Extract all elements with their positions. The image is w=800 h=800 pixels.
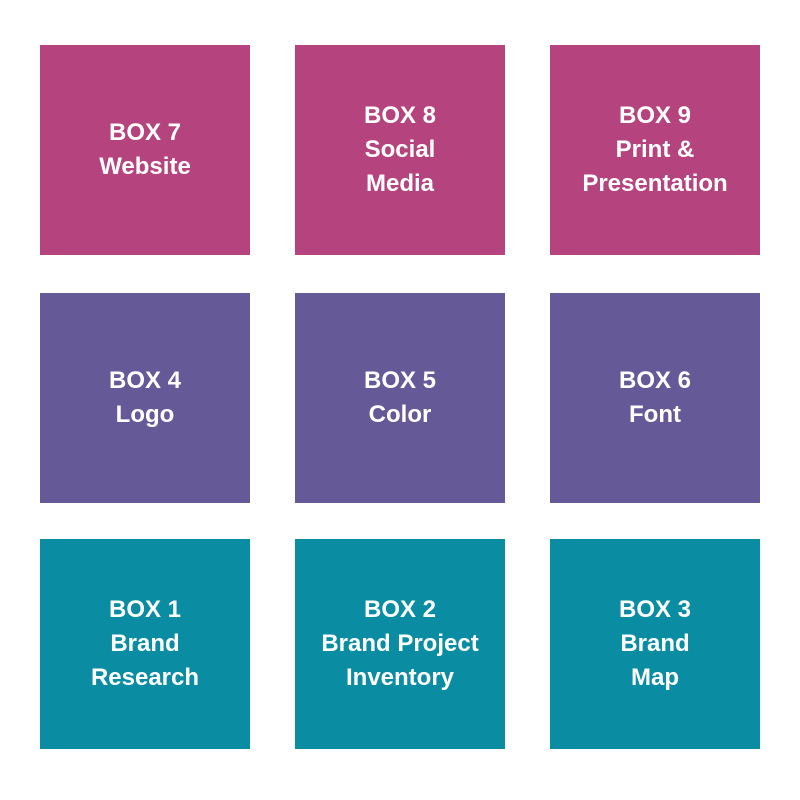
box-5-number: BOX 5 <box>363 367 437 394</box>
box-2: BOX 2 Brand Project Inventory <box>295 539 505 749</box>
box-1-label-line-2: Research <box>90 664 200 691</box>
box-6: BOX 6 Font <box>550 293 760 503</box>
box-4-number: BOX 4 <box>108 367 182 394</box>
box-5-label-line-1: Color <box>368 401 432 428</box>
box-8-label-line-1: Social <box>364 136 436 163</box>
box-9-label-line-2: Presentation <box>582 170 728 197</box>
box-7-label-line-1: Website <box>99 153 191 180</box>
box-3: BOX 3 Brand Map <box>550 539 760 749</box>
box-8-number: BOX 8 <box>363 102 437 129</box>
box-1-label-line-1: Brand <box>110 630 180 657</box>
box-3-label-line-2: Map <box>631 664 679 691</box>
box-9-label-line-1: Print & <box>615 136 695 163</box>
box-5: BOX 5 Color <box>295 293 505 503</box>
box-4: BOX 4 Logo <box>40 293 250 503</box>
box-9: BOX 9 Print & Presentation <box>550 45 760 255</box>
box-1: BOX 1 Brand Research <box>40 539 250 749</box>
box-grid: BOX 7 Website BOX 8 Social Media BOX 9 P… <box>40 45 761 749</box>
box-6-label-line-1: Font <box>629 401 681 428</box>
box-8: BOX 8 Social Media <box>295 45 505 255</box>
box-8-label-line-2: Media <box>365 170 434 197</box>
box-9-number: BOX 9 <box>618 102 692 129</box>
box-2-label-line-1: Brand Project <box>321 630 479 657</box>
box-7-number: BOX 7 <box>108 119 182 146</box>
box-4-label-line-1: Logo <box>115 401 175 428</box>
box-7: BOX 7 Website <box>40 45 250 255</box>
box-3-label-line-1: Brand <box>620 630 690 657</box>
box-3-number: BOX 3 <box>618 596 692 623</box>
box-6-number: BOX 6 <box>618 367 692 394</box>
box-1-number: BOX 1 <box>108 596 182 623</box>
box-2-label-line-2: Inventory <box>345 664 455 691</box>
box-2-number: BOX 2 <box>363 596 437 623</box>
